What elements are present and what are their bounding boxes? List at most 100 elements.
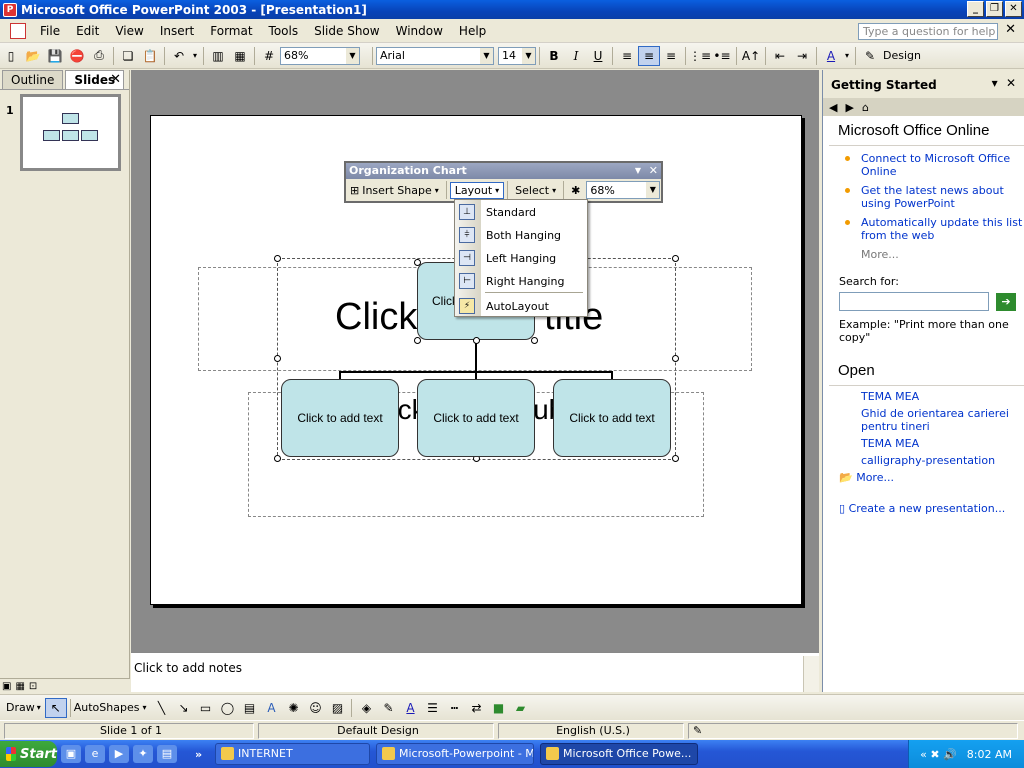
print-icon[interactable]: ⎙ [94,48,104,62]
close-icon[interactable]: ✕ [648,164,658,177]
document-icon[interactable] [10,22,26,39]
show-desktop-icon[interactable]: ▣ [61,745,81,763]
layout-left-hanging-item[interactable]: ⊣ Left Hanging [455,247,587,269]
shape-handle[interactable] [414,259,421,266]
notes-scrollbar[interactable] [803,656,819,692]
layout-right-hanging-item[interactable]: ⊢ Right Hanging [455,270,587,292]
task-pane-controls[interactable]: ▾ ✕ [991,76,1016,90]
align-center-icon[interactable]: ≡ [638,45,660,66]
layout-both-hanging-item[interactable]: ⫩ Both Hanging [455,224,587,246]
media-player-icon[interactable]: ▶ [109,745,129,763]
draw-menu-button[interactable]: Draw [6,701,35,714]
chevron-down-icon[interactable]: ▼ [646,182,660,198]
quicklaunch-icon[interactable]: ✦ [133,745,153,763]
slide-show-icon[interactable]: ⊡ [28,681,38,692]
select-objects-icon[interactable]: ↖ [44,697,67,718]
open-icon[interactable]: 📂 [25,48,41,63]
underline-button[interactable]: U [593,48,603,63]
line-style-icon[interactable]: ☰ [427,700,438,715]
3d-icon[interactable]: ▰ [515,700,526,715]
link-news[interactable]: Get the latest news about using PowerPoi… [829,184,1024,210]
home-icon[interactable]: ⌂ [861,100,869,114]
show-grid-icon[interactable]: # [263,48,275,63]
menu-format[interactable]: Format [210,23,253,38]
recent-file[interactable]: Ghid de orientarea carierei pentru tiner… [861,407,1009,433]
line-color-icon[interactable]: ✎ [383,700,394,715]
close-document-icon[interactable]: ✕ [1005,22,1016,37]
resize-handle[interactable] [672,355,679,362]
org-box-right[interactable]: Click to add text [553,379,671,457]
chevron-down-icon[interactable]: ▾ [36,703,41,712]
close-button[interactable]: ✕ [1005,1,1022,17]
picture-icon[interactable]: ▨ [331,700,344,715]
menu-slide-show[interactable]: Slide Show [314,23,380,38]
menu-window[interactable]: Window [395,23,443,38]
org-box-left[interactable]: Click to add text [281,379,399,457]
link-update[interactable]: Automatically update this list from the … [829,216,1024,242]
shape-handle[interactable] [531,337,538,344]
font-combo[interactable]: Arial ▼ [376,46,494,65]
font-color-dropdown-icon[interactable]: ▾ [844,51,849,60]
increase-indent-icon[interactable]: ⇥ [796,48,808,63]
notes-pane[interactable]: Click to add notes [131,652,819,692]
undo-icon[interactable]: ↶ [173,48,185,63]
fill-color-icon[interactable]: ◈ [361,700,372,715]
shape-handle[interactable] [473,337,480,344]
rectangle-icon[interactable]: ▭ [199,700,212,715]
numbering-icon[interactable]: ⋮≡ [688,48,712,63]
resize-handle[interactable] [672,455,679,462]
resize-handle[interactable] [274,355,281,362]
chevron-down-icon[interactable]: ▼ [480,47,493,64]
save-icon[interactable]: 💾 [47,48,63,63]
toolbar-options-icon[interactable]: ▼ [634,166,641,175]
search-input[interactable] [839,292,989,311]
wordart-icon[interactable]: A [267,700,276,715]
recent-file[interactable]: calligraphy-presentation [861,454,996,467]
task-powerpoint-active[interactable]: Microsoft Office Powe... [540,743,698,765]
org-toolbar-title-bar[interactable]: Organization Chart ▼ ✕ [346,163,661,179]
tab-outline[interactable]: Outline [2,70,64,89]
menu-view[interactable]: View [115,23,144,38]
oval-icon[interactable]: ◯ [220,700,235,715]
recent-file[interactable]: TEMA MEA [861,390,920,403]
font-size-combo[interactable]: 14 ▼ [498,46,536,65]
normal-view-icon[interactable]: ▣ [2,681,12,692]
text-box-icon[interactable]: ▤ [243,700,256,715]
back-icon[interactable]: ◀ [829,100,838,114]
shape-handle[interactable] [414,337,421,344]
spelling-icon[interactable]: ✎ [688,723,1018,739]
menu-file[interactable]: File [40,23,61,38]
task-powerpoint-doc[interactable]: Microsoft-Powerpoint - M... [376,743,534,765]
powerpoint-app-icon[interactable]: P [3,2,17,17]
slide-thumbnail[interactable] [20,94,121,171]
dash-style-icon[interactable]: ┅ [450,700,459,715]
design-icon[interactable]: ✎ [864,48,876,63]
insert-table-icon[interactable]: ▦ [234,48,246,63]
font-color-icon[interactable]: A [826,48,836,63]
bullets-icon[interactable]: •≡ [713,48,731,63]
menu-help[interactable]: Help [458,23,487,38]
permission-icon[interactable]: ⛔ [69,48,85,63]
internet-explorer-icon[interactable]: e [85,745,105,763]
chevron-down-icon[interactable]: ▾ [142,703,147,712]
create-presentation-link[interactable]: ▯ Create a new presentation... [829,502,1024,515]
help-search-input[interactable]: Type a question for help [858,23,998,40]
arrow-icon[interactable]: ↘ [178,700,189,715]
minimize-button[interactable]: _ [967,1,984,17]
decrease-indent-icon[interactable]: ⇤ [774,48,786,63]
slide-sorter-icon[interactable]: ▦ [15,681,25,692]
task-internet[interactable]: INTERNET [215,743,370,765]
arrow-style-icon[interactable]: ⇄ [471,700,482,715]
quicklaunch-icon[interactable]: ▤ [157,745,177,763]
resize-handle[interactable] [274,455,281,462]
shadow-icon[interactable]: ■ [492,700,505,715]
org-zoom-combo[interactable]: 68% ▼ [586,181,661,199]
tab-slides[interactable]: Slides [65,70,125,89]
link-connect[interactable]: Connect to Microsoft Office Online [829,152,1024,178]
layout-standard-item[interactable]: ⊥ Standard [455,201,587,223]
clip-art-icon[interactable]: ☺ [309,700,322,715]
menu-edit[interactable]: Edit [76,23,100,38]
font-color-icon[interactable]: A [406,700,415,715]
org-box-middle[interactable]: Click to add text [417,379,535,457]
forward-icon[interactable]: ▶ [845,100,854,114]
